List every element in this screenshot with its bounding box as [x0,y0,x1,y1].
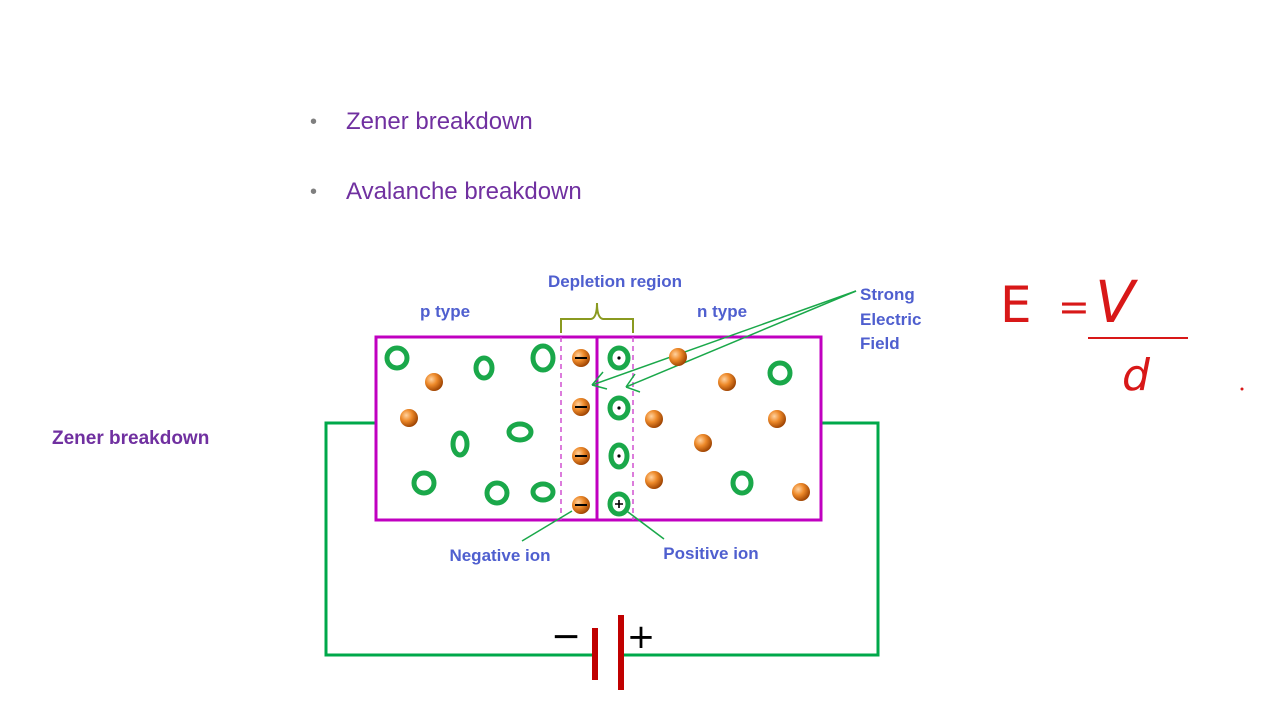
negative-ion-pointer [521,510,573,542]
electric-field-label-line2: Electric [860,310,921,329]
negative-ion-label: Negative ion [449,546,550,565]
electric-field-arrow [591,290,857,386]
bullet-list: • Zener breakdown • Avalanche breakdown [310,104,582,244]
arrow-head [591,371,608,390]
bullet-dot: • [310,181,318,203]
hole [530,343,556,373]
n-side-holes [730,360,793,496]
hole [530,481,556,503]
negative-ions [572,349,590,514]
negative-ion [572,447,590,465]
bullet-text: Avalanche breakdown [346,178,582,205]
hole [384,345,410,371]
positive-ion [607,345,631,371]
formula-numerator: V [1095,268,1139,336]
electron [669,348,687,366]
p-side-holes [384,343,556,506]
electric-field-label-line1: Strong [860,285,915,304]
electron [792,483,810,501]
hole [484,480,510,506]
electric-field-arrow [625,290,857,388]
bullet-item: • Avalanche breakdown [310,174,582,244]
electron [718,373,736,391]
electron [694,434,712,452]
p-type-label: p type [420,302,470,321]
arrow-head [625,373,641,393]
depletion-region-label: Depletion region [548,272,682,291]
formula-lhs: E [1000,276,1032,334]
hole [730,470,754,496]
electron [425,373,443,391]
positive-ion [607,491,631,517]
electric-field-label-line3: Field [860,334,900,353]
electrons [400,348,810,501]
battery-negative-plate [592,628,598,680]
positive-ion-label: Positive ion [663,544,758,563]
electron [768,410,786,428]
hole [411,470,437,496]
circuit-wire [624,421,880,657]
battery-positive-plate [618,615,624,690]
stray-dot [1240,387,1244,391]
hole [450,430,470,458]
positive-ion [608,442,630,470]
handwritten-formula: E = V d [1000,268,1244,401]
side-title: Zener breakdown [52,428,210,449]
hole [767,360,793,386]
electron [645,471,663,489]
negative-ion [572,349,590,367]
electron [400,409,418,427]
battery-minus-sign: − [551,616,581,657]
positive-ion-pointer [623,508,665,540]
bullet-text: Zener breakdown [346,108,533,135]
positive-ions [607,345,631,517]
hole [506,421,534,443]
negative-ion [572,398,590,416]
battery-plus-sign: + [627,617,656,657]
formula-denominator: d [1122,350,1151,401]
positive-ion [607,395,631,421]
electron [645,410,663,428]
depletion-brace [560,302,634,333]
bullet-item: • Zener breakdown [310,104,582,174]
n-type-label: n type [697,302,747,321]
hole [473,355,495,381]
formula-equals: = [1058,285,1090,329]
bullet-dot: • [310,111,318,133]
circuit-wire [324,421,594,657]
negative-ion [572,496,590,514]
